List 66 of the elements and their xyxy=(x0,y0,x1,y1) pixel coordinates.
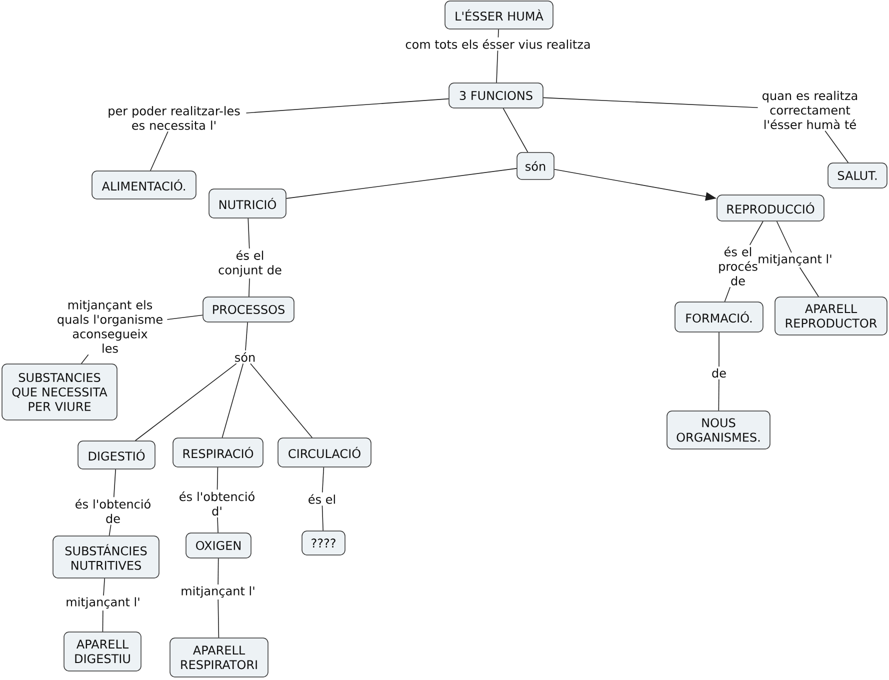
connector-line xyxy=(246,98,450,114)
connector-line xyxy=(166,314,204,320)
connector-line xyxy=(286,168,518,199)
linking-phrase: és l'obtenció de xyxy=(76,498,150,524)
connector-line xyxy=(718,378,720,412)
concept-box: ???? xyxy=(302,530,346,556)
concept-box: SUBSTANCIES QUE NECESSITA PER VIURE xyxy=(2,364,118,420)
linking-phrase: és l'obtenció d' xyxy=(180,491,254,516)
connector-line xyxy=(749,220,764,246)
connector-line xyxy=(150,131,168,172)
connector-line xyxy=(80,354,89,364)
concept-box: REPRODUCCIÓ xyxy=(716,194,824,222)
connector-line xyxy=(218,558,219,585)
linking-phrase: són xyxy=(235,352,255,362)
linking-phrase: com tots els ésser vius realitza xyxy=(406,39,590,49)
connector-line xyxy=(134,363,237,442)
concept-box: SALUT. xyxy=(828,162,888,188)
linking-phrase: és el procés de xyxy=(719,246,758,286)
concept-box: NOUS ORGANISMES. xyxy=(666,410,770,450)
connector-line xyxy=(102,610,104,632)
connector-line xyxy=(103,578,106,596)
connector-line xyxy=(113,468,116,498)
linking-phrase: mitjançant l' xyxy=(66,597,140,609)
linking-phrase: mitjançant l' xyxy=(182,586,254,598)
linking-phrase: de xyxy=(712,368,726,378)
concept-box: FORMACIÓ. xyxy=(674,302,764,332)
concept-box: NUTRICIÓ xyxy=(208,188,286,218)
concept-box: APARELL DIGESTIU xyxy=(64,632,142,672)
connector-line xyxy=(718,332,720,368)
linking-phrase: és el conjunt de xyxy=(218,250,282,277)
concept-box: ALIMENTACIÓ. xyxy=(92,170,196,200)
connector-line xyxy=(542,97,758,108)
connector-line xyxy=(250,363,313,438)
concept-box: RESPIRACIÓ xyxy=(172,438,264,468)
connector-line xyxy=(496,50,498,84)
connector-line xyxy=(217,516,218,534)
connector-line xyxy=(108,524,112,536)
linking-phrase: mitjançant l' xyxy=(758,254,832,266)
connector-line xyxy=(322,466,324,493)
connector-line xyxy=(248,218,250,249)
connector-line xyxy=(222,363,244,438)
connector-line xyxy=(218,599,220,638)
concept-box: SUBSTÁNCIES NUTRITIVES xyxy=(52,536,160,578)
linking-phrase-box: són xyxy=(516,152,554,180)
concept-box: PROCESSOS xyxy=(202,296,294,322)
connector-line xyxy=(248,278,250,298)
linking-phrase: és el xyxy=(308,494,335,504)
connector-line xyxy=(776,220,792,253)
connector-line xyxy=(322,505,324,532)
connector-line xyxy=(216,466,218,490)
concept-box: OXIGEN xyxy=(186,532,252,558)
concept-box: DIGESTIÓ xyxy=(78,440,156,470)
connector-line xyxy=(245,322,248,351)
linking-phrase: mitjançant els quals l'organisme aconsegueix les xyxy=(58,300,162,353)
connector-line xyxy=(498,28,499,38)
concept-box: 3 FUNCIONS xyxy=(448,82,544,108)
concept-box: APARELL REPRODUCTOR xyxy=(774,296,888,336)
linking-phrase: quan es realitza correctament l'ésser humà té xyxy=(762,90,858,130)
connector-line xyxy=(724,286,731,302)
linking-phrase: per poder realitzar-les es necessita l' xyxy=(108,106,240,130)
connector-line xyxy=(824,130,849,164)
concept-box: CIRCULACIÓ xyxy=(278,438,372,468)
concept-box: L'ÉSSER HUMÀ xyxy=(444,0,554,30)
concept-box: APARELL RESPIRATORI xyxy=(170,638,268,678)
connector-line xyxy=(502,108,528,153)
connector-line xyxy=(799,267,819,298)
